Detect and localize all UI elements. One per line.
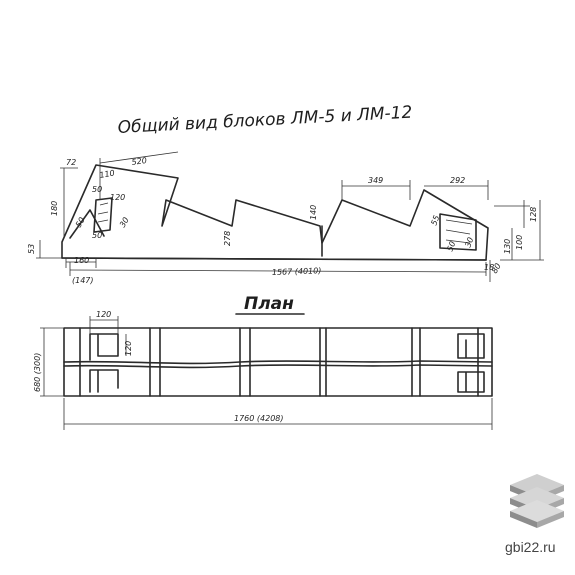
watermark: gbi22.ru [505,474,564,555]
dim-right-128: 128 [529,207,538,222]
dim-right-292: 292 [450,176,465,185]
plan-view: 120 120 680 (300) 1760 (4208) [33,310,493,430]
dim-left-offset: 72 [66,158,76,167]
dim-plan-width: 680 (300) [33,353,42,392]
plan-hole-top-left [89,333,119,361]
watermark-text: gbi22.ru [505,539,556,555]
dim-bottom-147: (147) [72,276,94,285]
stacked-slabs-logo-icon [510,474,564,528]
dim-right-130: 130 [503,239,512,254]
dim-length: 1567 (4010) [272,266,322,277]
plan-long-joint [63,360,493,365]
side-view: 520 72 110 50 120 180 50 30 50 53 160 (1… [27,151,544,285]
stair-profile [61,164,489,261]
dim-right-80: 80 [490,262,503,275]
plan-hole-bottom-right [457,371,485,393]
dim-step-110: 110 [99,168,116,180]
right-step-detail [439,213,477,251]
plan-dimension-lines [40,316,493,430]
dim-bottom-160: 160 [74,256,89,265]
dim-right-55: 55 [429,214,441,227]
dim-right-349: 349 [368,176,383,185]
dim-small-30: 30 [118,216,131,229]
plan-title: План [244,294,294,314]
dim-left-53: 53 [27,244,36,254]
left-hatch [97,202,109,223]
side-dimension-lines [36,151,544,282]
plan-hole-top-right [457,333,485,359]
dim-right-100: 100 [515,235,524,250]
dim-mid-278: 278 [223,231,232,246]
dim-plan-length: 1760 (4208) [234,414,284,423]
right-hatch [445,219,473,244]
dim-small-50: 50 [74,216,87,229]
plan-long-joint-2 [63,364,493,369]
dim-hole-120-top: 120 [96,310,111,319]
left-notch [69,209,105,239]
plan-hole-bottom-left [89,369,119,393]
dim-right-18: 18 [484,263,494,272]
dim-hatch-50: 50 [92,231,102,240]
stair-base-line [61,257,487,261]
dim-mid-140: 140 [309,205,318,220]
dim-right-30: 30 [463,236,475,249]
dim-hole-120-side: 120 [124,341,133,356]
dim-step-120: 120 [110,193,125,202]
left-step-detail [93,197,113,233]
dim-right-50: 50 [445,240,457,253]
dim-top-width: 520 [131,156,147,167]
drawing-title: Общий вид блоков ЛМ-5 и ЛМ-12 [117,103,413,138]
dim-step-50: 50 [92,185,102,194]
dim-height-180: 180 [50,201,59,216]
